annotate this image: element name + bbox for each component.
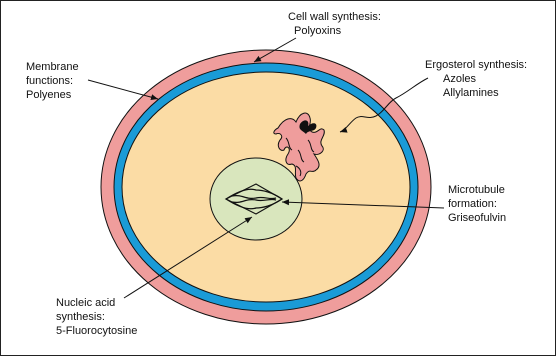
label-nucleic-acid-synthesis: Nucleic acid synthesis: 5-Fluorocytosine xyxy=(56,296,137,338)
nucleic-title: Nucleic acid xyxy=(56,296,137,310)
label-membrane-functions: Membrane functions: Polyenes xyxy=(26,60,79,102)
nucleic-drug: 5-Fluorocytosine xyxy=(56,324,137,338)
label-microtubule-formation: Microtubule formation: Griseofulvin xyxy=(448,183,506,225)
membrane-leader xyxy=(88,80,158,99)
microtubule-subtitle: formation: xyxy=(448,197,506,211)
cell-wall-drug: Polyoxins xyxy=(288,24,381,38)
microtubule-title: Microtubule xyxy=(448,183,506,197)
ergosterol-drug-1: Azoles xyxy=(425,72,527,86)
ergosterol-title: Ergosterol synthesis: xyxy=(425,58,527,72)
label-cell-wall-synthesis: Cell wall synthesis: Polyoxins xyxy=(288,10,381,38)
microtubule-drug: Griseofulvin xyxy=(448,211,506,225)
nucleus xyxy=(210,158,302,240)
nucleic-subtitle: synthesis: xyxy=(56,310,137,324)
membrane-drug: Polyenes xyxy=(26,88,79,102)
cell-wall-title: Cell wall synthesis: xyxy=(288,10,381,24)
label-ergosterol-synthesis: Ergosterol synthesis: Azoles Allylamines xyxy=(425,58,527,100)
ergosterol-drug-2: Allylamines xyxy=(425,86,527,100)
membrane-title: Membrane xyxy=(26,60,79,74)
membrane-subtitle: functions: xyxy=(26,74,79,88)
